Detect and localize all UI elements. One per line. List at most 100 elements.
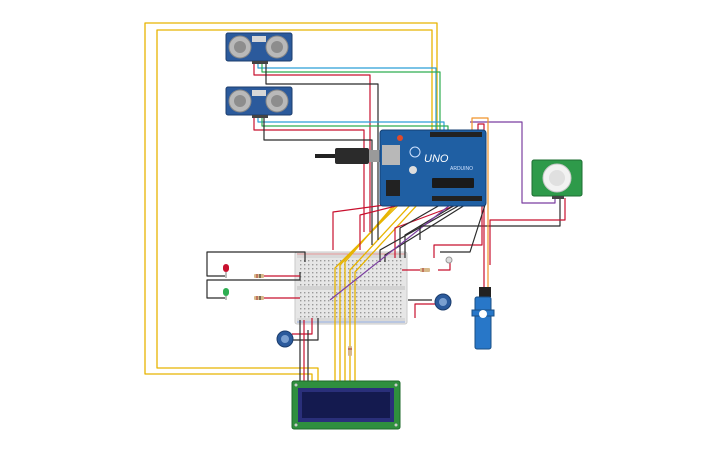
- breadboard-hole: [312, 272, 314, 274]
- breadboard-hole: [304, 316, 306, 318]
- breadboard-hole: [392, 264, 394, 266]
- breadboard-hole: [388, 308, 390, 310]
- breadboard-hole: [316, 308, 318, 310]
- breadboard-hole: [324, 272, 326, 274]
- breadboard: [294, 251, 408, 325]
- breadboard-hole: [352, 264, 354, 266]
- breadboard-hole: [400, 268, 402, 270]
- breadboard-hole: [372, 264, 374, 266]
- breadboard-hole: [300, 276, 302, 278]
- breadboard-hole: [316, 304, 318, 306]
- breadboard-hole: [300, 316, 302, 318]
- breadboard-hole: [312, 312, 314, 314]
- breadboard-hole: [368, 272, 370, 274]
- breadboard-hole: [388, 292, 390, 294]
- resistor-lcd: [348, 346, 352, 356]
- breadboard-hole: [308, 312, 310, 314]
- breadboard-hole: [360, 268, 362, 270]
- breadboard-hole: [308, 272, 310, 274]
- breadboard-hole: [348, 316, 350, 318]
- breadboard-hole: [400, 316, 402, 318]
- breadboard-hole: [312, 308, 314, 310]
- breadboard-hole: [356, 300, 358, 302]
- breadboard-hole: [364, 296, 366, 298]
- breadboard-hole: [388, 260, 390, 262]
- breadboard-hole: [376, 284, 378, 286]
- breadboard-hole: [400, 304, 402, 306]
- breadboard-hole: [384, 300, 386, 302]
- breadboard-hole: [308, 308, 310, 310]
- breadboard-hole: [316, 296, 318, 298]
- breadboard-hole: [316, 264, 318, 266]
- breadboard-hole: [392, 300, 394, 302]
- breadboard-hole: [400, 296, 402, 298]
- breadboard-hole: [312, 300, 314, 302]
- breadboard-hole: [400, 312, 402, 314]
- breadboard-hole: [368, 304, 370, 306]
- breadboard-hole: [336, 300, 338, 302]
- breadboard-hole: [372, 308, 374, 310]
- breadboard-hole: [372, 260, 374, 262]
- breadboard-hole: [328, 268, 330, 270]
- breadboard-hole: [328, 272, 330, 274]
- breadboard-hole: [352, 312, 354, 314]
- breadboard-hole: [308, 268, 310, 270]
- breadboard-hole: [376, 272, 378, 274]
- breadboard-hole: [372, 292, 374, 294]
- breadboard-hole: [384, 264, 386, 266]
- breadboard-hole: [332, 300, 334, 302]
- breadboard-hole: [352, 316, 354, 318]
- breadboard-hole: [320, 268, 322, 270]
- breadboard-hole: [392, 292, 394, 294]
- breadboard-hole: [388, 268, 390, 270]
- potentiometer-left: [276, 330, 294, 348]
- breadboard-hole: [364, 280, 366, 282]
- breadboard-hole: [392, 276, 394, 278]
- breadboard-hole: [372, 304, 374, 306]
- breadboard-hole: [304, 308, 306, 310]
- breadboard-hole: [332, 304, 334, 306]
- resistor-green-led: [254, 296, 264, 300]
- potentiometer-right: [434, 293, 452, 311]
- breadboard-hole: [364, 264, 366, 266]
- breadboard-hole: [392, 308, 394, 310]
- breadboard-hole: [368, 300, 370, 302]
- breadboard-hole: [324, 316, 326, 318]
- breadboard-hole: [304, 280, 306, 282]
- breadboard-hole: [360, 304, 362, 306]
- breadboard-hole: [388, 304, 390, 306]
- breadboard-hole: [356, 284, 358, 286]
- breadboard-hole: [304, 284, 306, 286]
- breadboard-hole: [364, 304, 366, 306]
- breadboard-hole: [300, 268, 302, 270]
- breadboard-hole: [316, 292, 318, 294]
- breadboard-hole: [400, 276, 402, 278]
- breadboard-hole: [328, 308, 330, 310]
- breadboard-hole: [400, 280, 402, 282]
- ultrasonic-sensor-2: [225, 86, 293, 118]
- breadboard-hole: [348, 300, 350, 302]
- breadboard-hole: [388, 300, 390, 302]
- breadboard-hole: [312, 268, 314, 270]
- breadboard-hole: [376, 292, 378, 294]
- breadboard-hole: [396, 296, 398, 298]
- breadboard-hole: [328, 276, 330, 278]
- breadboard-hole: [356, 304, 358, 306]
- breadboard-hole: [332, 316, 334, 318]
- breadboard-hole: [316, 300, 318, 302]
- breadboard-hole: [340, 308, 342, 310]
- breadboard-hole: [376, 300, 378, 302]
- breadboard-hole: [364, 308, 366, 310]
- breadboard-hole: [300, 300, 302, 302]
- breadboard-hole: [352, 304, 354, 306]
- breadboard-hole: [320, 272, 322, 274]
- breadboard-hole: [320, 292, 322, 294]
- breadboard-hole: [348, 304, 350, 306]
- breadboard-hole: [340, 296, 342, 298]
- breadboard-hole: [392, 296, 394, 298]
- breadboard-hole: [368, 284, 370, 286]
- red-led: [223, 264, 229, 278]
- breadboard-hole: [376, 268, 378, 270]
- breadboard-hole: [352, 300, 354, 302]
